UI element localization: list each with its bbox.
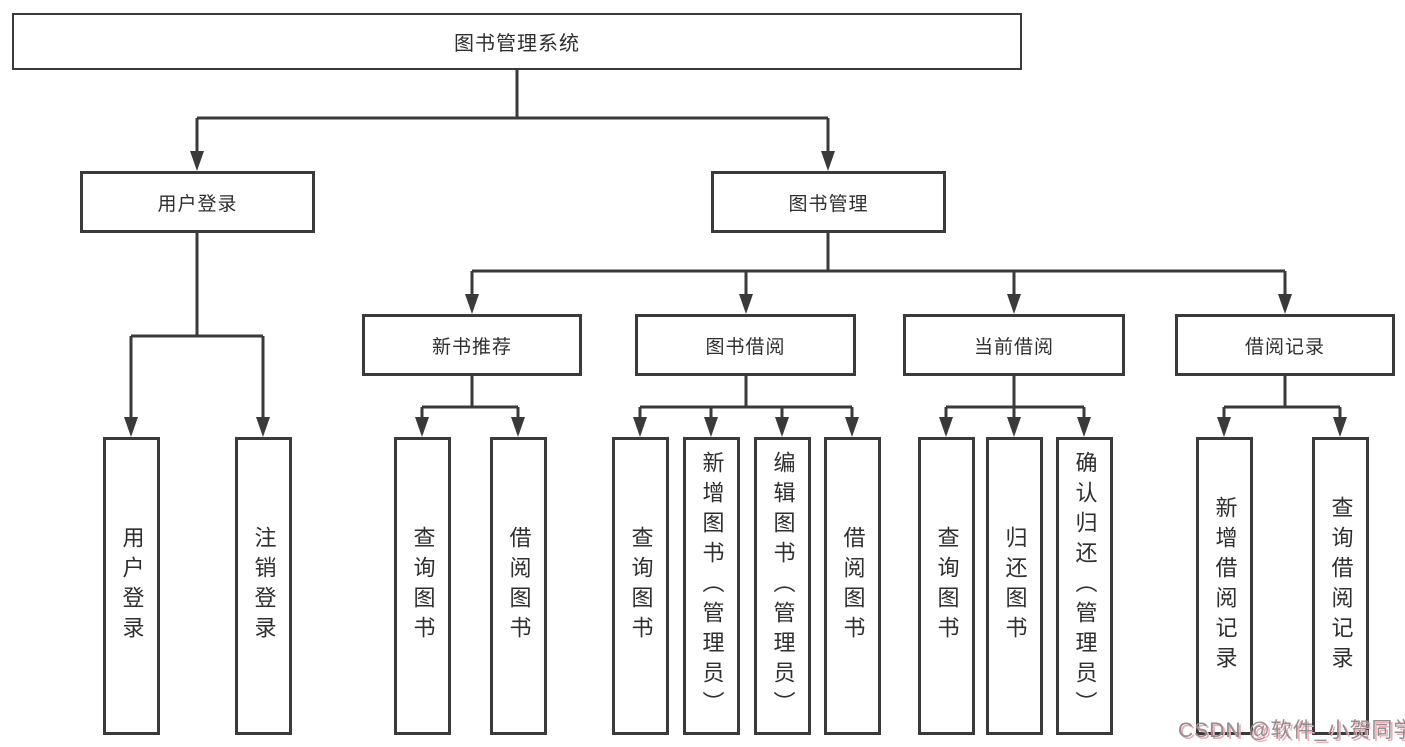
node-label: 用户登录: [119, 526, 145, 646]
leaf-query-books-3: 查询图书: [918, 437, 975, 735]
node-label: 图书管理: [788, 193, 869, 215]
node-label: 图书借阅: [705, 336, 786, 358]
node-label: 图书管理系统: [454, 33, 580, 55]
leaf-borrow-books: 借阅图书: [490, 437, 547, 735]
node-label: 用户登录: [157, 193, 238, 215]
node-label: 编辑图书（管理员）: [770, 451, 796, 721]
node-library-system: 图书管理系统: [12, 13, 1022, 70]
node-label: 当前借阅: [973, 336, 1054, 358]
node-label: 确认归还（管理员）: [1072, 451, 1098, 721]
node-label: 借阅图书: [840, 526, 866, 646]
leaf-edit-books-admin: 编辑图书（管理员）: [754, 437, 811, 735]
node-current-borrow: 当前借阅: [903, 314, 1125, 376]
node-label: 新书推荐: [431, 336, 512, 358]
csdn-watermark: CSDN @软件_小贺同学: [1178, 719, 1405, 742]
leaf-query-borrow-record: 查询借阅记录: [1312, 437, 1369, 735]
node-label: 借阅记录: [1244, 336, 1325, 358]
node-label: 查询借阅记录: [1328, 496, 1354, 676]
node-label: 归还图书: [1002, 526, 1028, 646]
node-label: 注销登录: [251, 526, 277, 646]
node-borrow-records: 借阅记录: [1175, 314, 1395, 376]
leaf-query-books: 查询图书: [394, 437, 451, 735]
leaf-confirm-return-admin: 确认归还（管理员）: [1056, 437, 1113, 735]
node-label: 借阅图书: [506, 526, 532, 646]
leaf-user-login: 用户登录: [103, 437, 160, 735]
node-new-book-recommend: 新书推荐: [362, 314, 582, 376]
leaf-add-books-admin: 新增图书（管理员）: [683, 437, 740, 735]
node-label: 新增图书（管理员）: [699, 451, 725, 721]
node-label: 查询图书: [934, 526, 960, 646]
node-label: 查询图书: [410, 526, 436, 646]
leaf-return-books: 归还图书: [986, 437, 1043, 735]
leaf-add-borrow-record: 新增借阅记录: [1196, 437, 1253, 735]
leaf-logout: 注销登录: [235, 437, 292, 735]
leaf-query-books-2: 查询图书: [612, 437, 669, 735]
node-user-login: 用户登录: [80, 171, 315, 233]
node-book-borrow: 图书借阅: [635, 314, 856, 376]
node-book-management: 图书管理: [711, 171, 946, 233]
node-label: 新增借阅记录: [1212, 496, 1238, 676]
node-label: 查询图书: [628, 526, 654, 646]
leaf-borrow-books-2: 借阅图书: [824, 437, 881, 735]
